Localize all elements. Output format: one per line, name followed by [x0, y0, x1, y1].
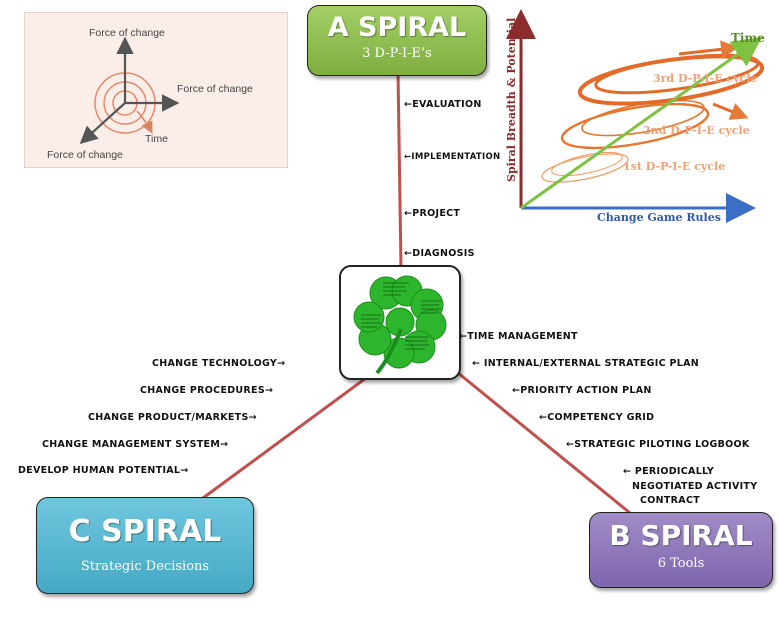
a-item-implementation: ←IMPLEMENTATION: [404, 152, 501, 162]
force-label-right: Force of change: [177, 83, 253, 95]
connector-b: [451, 366, 631, 515]
b-item-competency-grid: ←COMPETENCY GRID: [539, 412, 655, 423]
force-diagram-graphic: [79, 36, 180, 144]
c-item-change-technology: CHANGE TECHNOLOGY→: [152, 358, 286, 369]
a-item-project: ←PROJECT: [404, 208, 461, 219]
c-item-change-product-markets: CHANGE PRODUCT/MARKETS→: [88, 412, 257, 423]
b-item-periodically: ← PERIODICALLY: [623, 466, 715, 477]
force-label-left: Force of change: [47, 149, 123, 161]
b-item-contract: CONTRACT: [640, 495, 700, 506]
b-item-negotiated-activity: NEGOTIATED ACTIVITY: [632, 481, 758, 492]
clover-icon: [353, 275, 447, 375]
force-of-change-diagram: Force of change Force of change Force of…: [24, 12, 288, 168]
a-spiral-title: A SPIRAL: [327, 12, 467, 43]
a-item-evaluation: ←EVALUATION: [404, 99, 482, 110]
connector-c: [202, 376, 367, 500]
c-item-develop-human-potential: DEVELOP HUMAN POTENTIAL→: [18, 465, 189, 476]
spiral-growth-chart: Spiral Breadth & Potential Change Game R…: [503, 6, 775, 228]
connector-a: [396, 71, 403, 269]
axis-time-label: Time: [731, 31, 765, 45]
b-spiral-subtitle: 6 Tools: [657, 556, 705, 571]
c-spiral-box: C SPIRAL Strategic Decisions: [36, 497, 254, 594]
force-label-time: Time: [145, 133, 168, 145]
c-item-change-procedures: CHANGE PROCEDURES→: [140, 385, 274, 396]
a-spiral-box: A SPIRAL 3 D-P-I-E’s: [307, 5, 487, 76]
cycle-1-label: 1st D-P-I-E cycle: [623, 160, 725, 173]
c-spiral-subtitle: Strategic Decisions: [80, 559, 210, 574]
axis-y-label: Spiral Breadth & Potential: [505, 18, 518, 182]
axis-x-label: Change Game Rules: [597, 211, 721, 224]
b-item-piloting-logbook: ←STRATEGIC PILOTING LOGBOOK: [566, 439, 750, 450]
c-spiral-title: C SPIRAL: [68, 514, 222, 549]
spiral-growth-graphic: Spiral Breadth & Potential Change Game R…: [505, 9, 765, 224]
a-item-diagnosis: ←DIAGNOSIS: [404, 248, 475, 259]
b-item-strategic-plan: ← INTERNAL/EXTERNAL STRATEGIC PLAN: [472, 358, 699, 369]
b-spiral-box: B SPIRAL 6 Tools: [589, 512, 773, 588]
force-label-top: Force of change: [89, 27, 165, 39]
cycle-2-label: 2nd D-P-I-E cycle: [643, 124, 750, 137]
b-item-time-management: ←TIME MANAGEMENT: [459, 331, 578, 342]
c-item-change-management-system: CHANGE MANAGEMENT SYSTEM→: [42, 439, 229, 450]
clover-center-image: [339, 265, 461, 380]
cycle-3-label: 3rd D-P-I-E cycle: [653, 72, 757, 85]
a-spiral-subtitle: 3 D-P-I-E’s: [362, 46, 432, 61]
b-item-priority-action-plan: ←PRIORITY ACTION PLAN: [512, 385, 652, 396]
b-spiral-title: B SPIRAL: [609, 519, 753, 552]
